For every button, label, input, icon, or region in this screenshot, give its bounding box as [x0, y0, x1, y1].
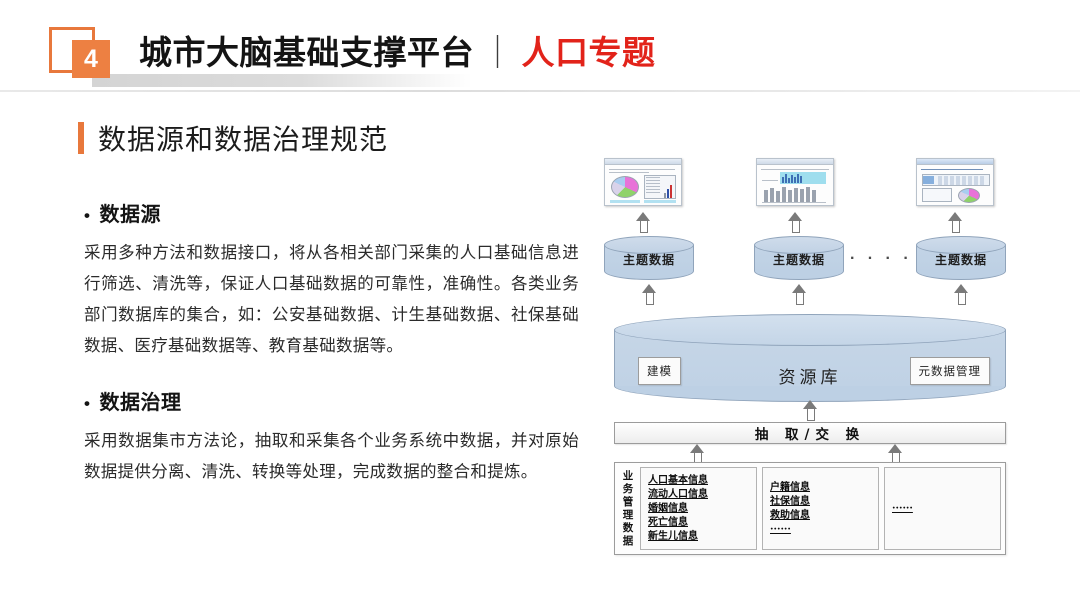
arrow-up-icon [636, 212, 650, 233]
cylinder-theme-data-3: 主题数据 [916, 236, 1006, 280]
monitor-titlebar [917, 159, 993, 165]
content-block-datasource: • 数据源 采用多种方法和数据接口，将从各相关部门采集的人口基础信息进行筛选、清… [84, 198, 579, 362]
header-separator: ｜ [481, 34, 515, 71]
bullet-icon: • [84, 206, 91, 225]
section-title: 数据源和数据治理规范 [98, 124, 389, 155]
list-item: 死亡信息 [648, 516, 688, 528]
list-item: 婚姻信息 [648, 502, 688, 514]
block-body-text: 采用多种方法和数据接口，将从各相关部门采集的人口基础信息进行筛选、清洗等，保证人… [84, 244, 579, 355]
vlabel-char: 数 [622, 521, 634, 534]
repository-label: 资源库 [778, 368, 842, 388]
block-heading-row: • 数据治理 [84, 386, 579, 415]
cylinder-top [916, 236, 1006, 254]
monitor-table-chart-icon [756, 158, 834, 206]
business-column-2: 户籍信息 社保信息 救助信息 ······ [762, 467, 879, 550]
arrow-up-icon [954, 284, 968, 305]
block-body-text: 采用数据集市方法论，抽取和采集各个业务系统中数据，并对原始数据提供分离、清洗、转… [84, 432, 579, 481]
slide-header: 4 城市大脑基础支撑平台｜人口专题 [0, 0, 1080, 100]
cylinder-resource-repository: 资源库 建模 元数据管理 [614, 314, 1006, 402]
arrow-up-icon [642, 284, 656, 305]
monitor-screen [760, 168, 830, 203]
business-management-data-box: 业 务 管 理 数 据 人口基本信息 流动人口信息 婚姻信息 死亡信息 新生儿信… [614, 462, 1006, 555]
cylinder-theme-data-2: 主题数据 [754, 236, 844, 280]
monitor-report-chart-icon [916, 158, 994, 206]
block-heading-row: • 数据源 [84, 198, 579, 227]
tag-metadata-management: 元数据管理 [909, 357, 990, 385]
monitor-screen [608, 168, 678, 203]
vlabel-char: 务 [622, 482, 634, 495]
architecture-diagram: 主题数据 主题数据 · · · · · · 主题数据 资源库 建模 元数据管理 [600, 150, 1020, 570]
header-title-main: 城市大脑基础支撑平台 [139, 34, 474, 71]
business-vertical-label: 业 务 管 理 数 据 [619, 467, 637, 550]
bullet-icon: • [84, 394, 91, 413]
cylinder-top [754, 236, 844, 254]
tag-modeling: 建模 [638, 357, 681, 385]
arrow-up-icon [803, 400, 817, 421]
business-column-1: 人口基本信息 流动人口信息 婚姻信息 死亡信息 新生儿信息 [640, 467, 757, 550]
list-item: 户籍信息 [770, 481, 810, 493]
list-item: ······ [892, 502, 913, 514]
monitor-titlebar [757, 159, 833, 165]
etl-bar: 抽 取/交 换 [614, 422, 1006, 444]
list-item: 救助信息 [770, 509, 810, 521]
cylinder-label: 主题数据 [772, 253, 825, 267]
business-column-3: ······ [884, 467, 1001, 550]
arrow-up-icon [690, 444, 704, 465]
arrow-up-icon [948, 212, 962, 233]
header-title-accent: 人口专题 [521, 34, 656, 71]
monitor-row [600, 158, 1020, 208]
section-accent-bar [78, 122, 84, 154]
list-item: 新生儿信息 [648, 530, 698, 542]
arrow-up-icon [788, 212, 802, 233]
cylinder-theme-data-1: 主题数据 [604, 236, 694, 280]
monitor-titlebar [605, 159, 681, 165]
content-block-datagovernance: • 数据治理 采用数据集市方法论，抽取和采集各个业务系统中数据，并对原始数据提供… [84, 386, 579, 488]
arrow-up-icon [888, 444, 902, 465]
cylinder-label: 主题数据 [622, 253, 675, 267]
list-item: 流动人口信息 [648, 488, 708, 500]
list-item: 人口基本信息 [648, 474, 708, 486]
cylinder-label: 主题数据 [934, 253, 987, 267]
monitor-screen [920, 168, 990, 203]
vlabel-char: 据 [622, 534, 634, 547]
header-number-badge: 4 [72, 40, 110, 78]
header-shadow-bar [92, 74, 472, 87]
cylinder-top [614, 314, 1006, 346]
list-item: ······ [770, 523, 791, 535]
vlabel-char: 管 [622, 495, 634, 508]
cylinder-top [604, 236, 694, 254]
block-heading: 数据治理 [99, 392, 182, 414]
vlabel-char: 业 [622, 469, 634, 482]
header-divider [0, 90, 1080, 92]
section-title-wrapper: 数据源和数据治理规范 [78, 118, 388, 158]
list-item: 社保信息 [770, 495, 810, 507]
content-column: • 数据源 采用多种方法和数据接口，将从各相关部门采集的人口基础信息进行筛选、清… [84, 198, 579, 502]
page-title: 城市大脑基础支撑平台｜人口专题 [139, 33, 656, 73]
vlabel-char: 理 [622, 508, 634, 521]
block-heading: 数据源 [99, 204, 161, 226]
business-columns: 人口基本信息 流动人口信息 婚姻信息 死亡信息 新生儿信息 户籍信息 社保信息 … [640, 467, 1001, 550]
monitor-pie-chart-icon [604, 158, 682, 206]
arrow-up-icon [792, 284, 806, 305]
